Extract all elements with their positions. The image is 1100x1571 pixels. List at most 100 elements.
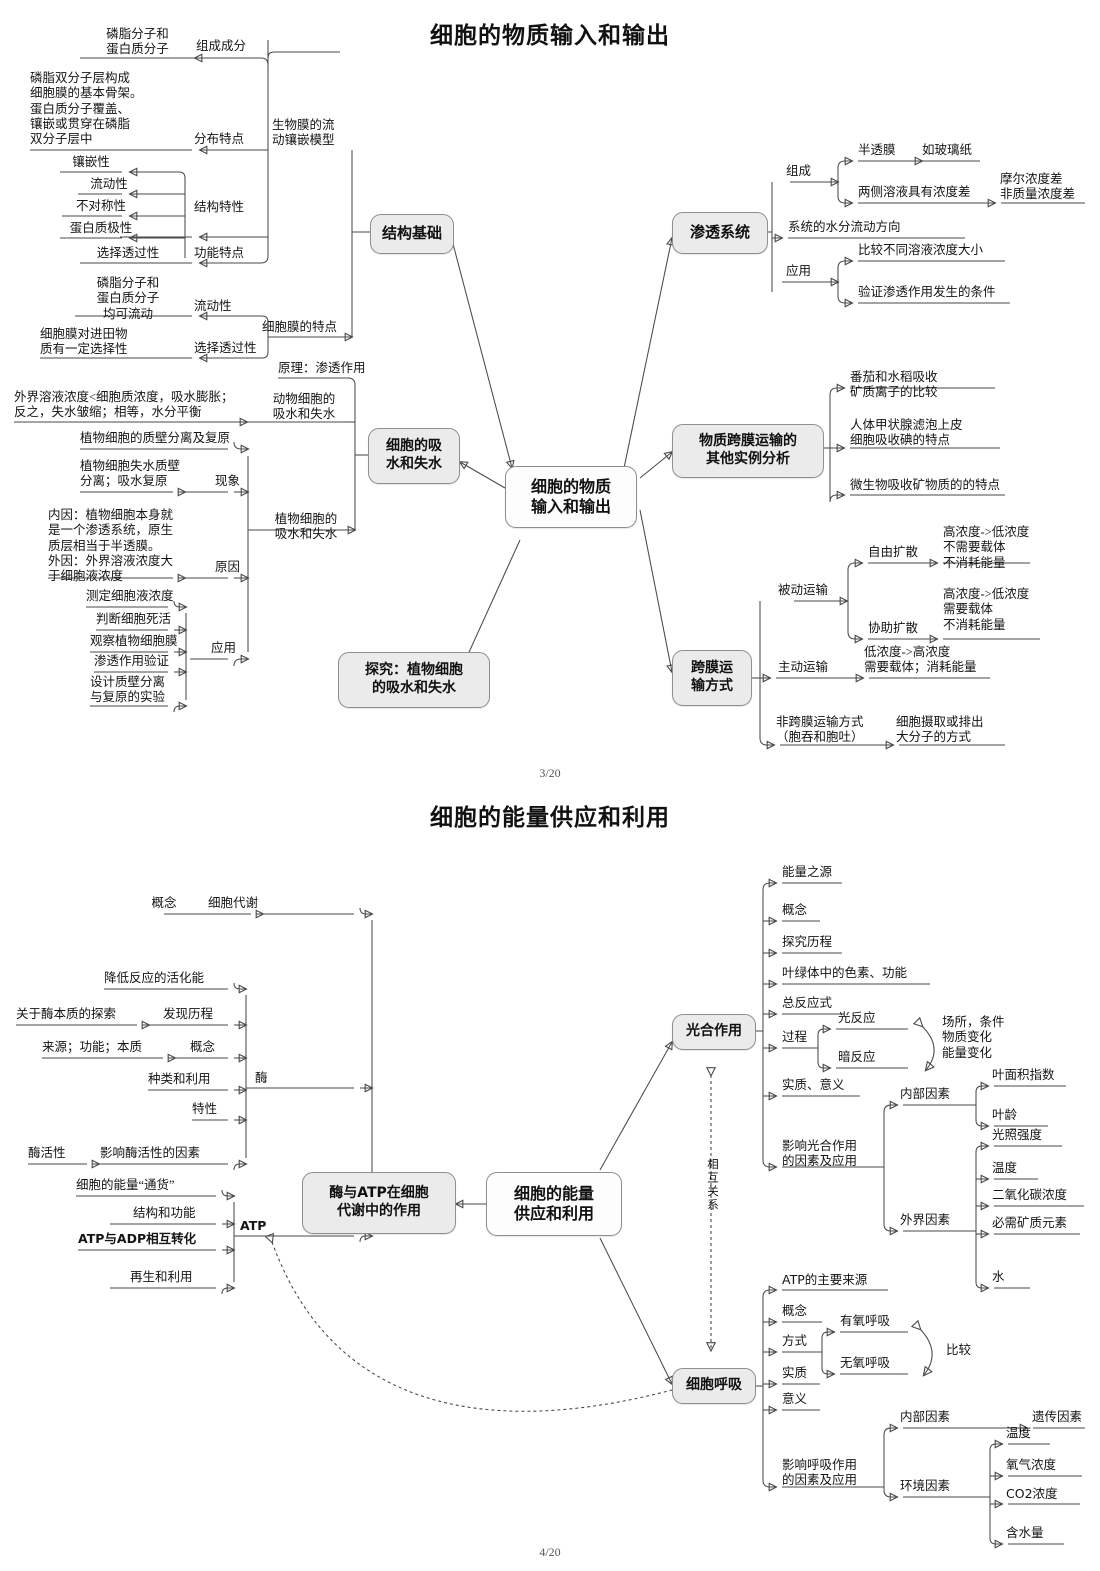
leaf-genetic-factors: 遗传因素 [1032,1410,1083,1424]
leaf-selective-permeability: 选择透过性 [96,246,160,260]
node-cell-respiration[interactable]: 细胞呼吸 [672,1368,756,1404]
leaf-membrane-selectivity: 细胞膜对进田物 质有一定选择性 [40,327,128,357]
branch-label-cause: 原因 [215,560,241,574]
leaf-essence-significance: 实质、意义 [782,1078,845,1092]
annotation-respiration-compare: 比较 [946,1343,972,1357]
node-structural-basis[interactable]: 结构基础 [370,214,454,254]
leaf-atp-adp-conversion: ATP与ADP相互转化 [78,1231,197,1246]
leaf-respiration-significance: 意义 [782,1392,808,1406]
page-number-2: 4/20 [539,1545,561,1559]
branch-label-internal-factors-photo: 内部因素 [900,1087,951,1101]
annotation-process-compare: 场所，条件 物质变化 能量变化 [942,1015,1005,1060]
branch-label-phenomenon: 现象 [215,474,241,488]
leaf-overall-equation: 总反应式 [782,996,833,1010]
leaf-like-cellophane: 如玻璃纸 [922,143,973,157]
leaf-macromolecule-transport: 细胞摄取或排出 大分子的方式 [896,715,984,745]
leaf-bilayer-framework: 磷脂双分子层构成 细胞膜的基本骨架。 蛋白质分子覆盖、 镶嵌或贯穿在磷脂 双分子… [30,71,143,146]
leaf-facilitated-diffusion-detail: 高浓度->低浓度 需要载体 不消耗能量 [943,587,1030,632]
leaf-water-content: 含水量 [1006,1526,1044,1540]
leaf-leaf-area-index: 叶面积指数 [992,1068,1055,1082]
branch-label-plant-cell-water: 植物细胞的 吸水和失水 [274,512,338,542]
branch-label-composition-osmosis: 组成 [786,164,812,178]
branch-label-membrane-model: 生物膜的流 动镶嵌模型 [272,118,335,148]
leaf-types-and-use: 种类和利用 [148,1072,211,1086]
leaf-respiration-concept: 概念 [782,1304,808,1318]
leaf-energy-source: 能量之源 [782,865,833,879]
leaf-semipermeable-membrane: 半透膜 [858,143,896,157]
leaf-chloroplast-pigments: 叶绿体中的色素、功能 [782,966,908,980]
leaf-lower-activation-energy: 降低反应的活化能 [104,971,205,985]
branch-label-distribution: 分布特点 [194,132,245,146]
leaf-plasmolysis-causes: 内因：植物细胞本身就 是一个渗透系统，原生 质层相当于半透膜。 外因：外界溶液浓… [48,508,174,583]
leaf-concentration-difference: 两侧溶液具有浓度差 [858,185,971,199]
leaf-enzyme-activity: 酶活性 [28,1146,66,1160]
page-number-1: 3/20 [539,766,561,780]
leaf-essential-minerals: 必需矿质元素 [992,1216,1068,1230]
node-central-topic-1[interactable]: 细胞的物质 输入和输出 [505,466,637,528]
leaf-molar-concentration: 摩尔浓度差 非质量浓度差 [1000,172,1076,202]
node-inquiry-plant-cell[interactable]: 探究：植物细胞 的吸水和失水 [338,652,490,708]
branch-label-animal-cell-water: 动物细胞的 吸水和失水 [272,392,336,422]
node-osmotic-system[interactable]: 渗透系统 [672,212,768,254]
leaf-energy-currency: 细胞的能量“通货” [76,1178,175,1192]
branch-label-respiration-modes: 方式 [782,1334,808,1348]
leaf-verify-osmosis-conditions: 验证渗透作用发生的条件 [858,285,996,299]
branch-label-principle-osmosis: 原理：渗透作用 [278,361,366,375]
branch-label-environment-factors-resp: 环境因素 [900,1479,951,1493]
leaf-phospholipid-protein-molecules: 磷脂分子和 蛋白质分子 [106,27,169,57]
leaf-dark-reaction: 暗反应 [838,1050,876,1064]
leaf-facilitated-diffusion: 协助扩散 [868,621,919,635]
leaf-concept-metabolism: 概念 [151,896,177,910]
leaf-plasmolysis-recovery: 植物细胞的质壁分离及复原 [80,431,231,445]
branch-label-concept-enzyme: 概念 [190,1040,216,1054]
branch-label-passive-transport: 被动运输 [778,583,829,597]
leaf-measure-cell-sap: 测定细胞液浓度 [86,589,174,603]
branch-label-membrane-features: 细胞膜的特点 [262,320,338,334]
leaf-asymmetry: 不对称性 [75,199,126,213]
node-transport-modes[interactable]: 跨膜运 输方式 [672,650,752,706]
leaf-temperature-resp: 温度 [1006,1426,1032,1440]
leaf-free-diffusion-detail: 高浓度->低浓度 不需要载体 不消耗能量 [943,525,1030,570]
node-enzyme-atp[interactable]: 酶与ATP在细胞 代谢中的作用 [302,1172,456,1234]
leaf-regeneration-use: 再生和利用 [130,1270,193,1284]
node-other-transport-examples[interactable]: 物质跨膜运输的 其他实例分析 [672,424,824,478]
leaf-atp-main-source: ATP的主要来源 [782,1272,868,1287]
mindmap-page-2: 细胞的能量供应和利用 [0,790,1100,1571]
leaf-animal-cell-water-rule: 外界溶液浓度<细胞质浓度，吸水膨胀； 反之，失水皱缩；相等，水分平衡 [14,390,234,420]
leaf-temperature-photo: 温度 [992,1161,1018,1175]
leaf-thyroid-iodine: 人体甲状腺滤泡上皮 细胞吸收碘的特点 [850,418,963,448]
node-photosynthesis[interactable]: 光合作用 [672,1014,756,1050]
leaf-co2-concentration-photo: 二氧化碳浓度 [992,1188,1068,1202]
node-central-topic-2[interactable]: 细胞的能量 供应和利用 [486,1172,622,1236]
branch-label-atp: ATP [240,1218,267,1233]
branch-label-structural-property: 结构特性 [194,200,245,214]
branch-label-fluidity: 流动性 [194,299,232,313]
leaf-enzyme-nature-exploration: 关于酶本质的探索 [16,1007,117,1021]
branch-label-process: 过程 [782,1030,808,1044]
leaf-exploration-history: 探究历程 [782,935,833,949]
leaf-active-transport-detail: 低浓度->高浓度 需要载体；消耗能量 [864,645,977,675]
leaf-microbe-mineral: 微生物吸收矿物质的的特点 [850,478,1001,492]
branch-label-enzyme: 酶 [255,1071,268,1085]
branch-label-cell-metabolism: 细胞代谢 [208,896,259,910]
leaf-leaf-age: 叶龄 [992,1108,1018,1122]
branch-label-factors-enzyme-activity: 影响酶活性的因素 [100,1146,201,1160]
branch-label-discovery-history: 发现历程 [163,1007,214,1021]
leaf-verify-osmosis: 渗透作用验证 [94,654,170,668]
leaf-observe-plant-membrane: 观察植物细胞膜 [90,634,178,648]
leaf-characteristics: 特性 [192,1102,218,1116]
leaf-tomato-rice-comparison: 番茄和水稻吸收 矿质离子的比较 [850,370,938,400]
label-mutual-relationship: 相互关系 [706,1158,719,1212]
branch-label-respiration-factors: 影响呼吸作用 的因素及应用 [782,1458,858,1488]
leaf-aerobic-respiration: 有氧呼吸 [840,1314,891,1328]
leaf-photosynthesis-concept: 概念 [782,903,808,917]
branch-label-functional-property: 功能特点 [194,246,245,260]
branch-label-internal-factors-resp: 内部因素 [900,1410,951,1424]
leaf-judge-cell-viability: 判断细胞死活 [96,612,172,626]
node-cell-water-absorption[interactable]: 细胞的吸 水和失水 [368,428,460,484]
connector-lines-map1 [14,40,1085,790]
leaf-light-intensity: 光照强度 [992,1128,1043,1142]
leaf-design-plasmolysis-exp: 设计质壁分离 与复原的实验 [90,675,166,705]
leaf-light-reaction: 光反应 [838,1011,876,1025]
page-title-1: 细胞的物质输入和输出 [430,23,670,49]
